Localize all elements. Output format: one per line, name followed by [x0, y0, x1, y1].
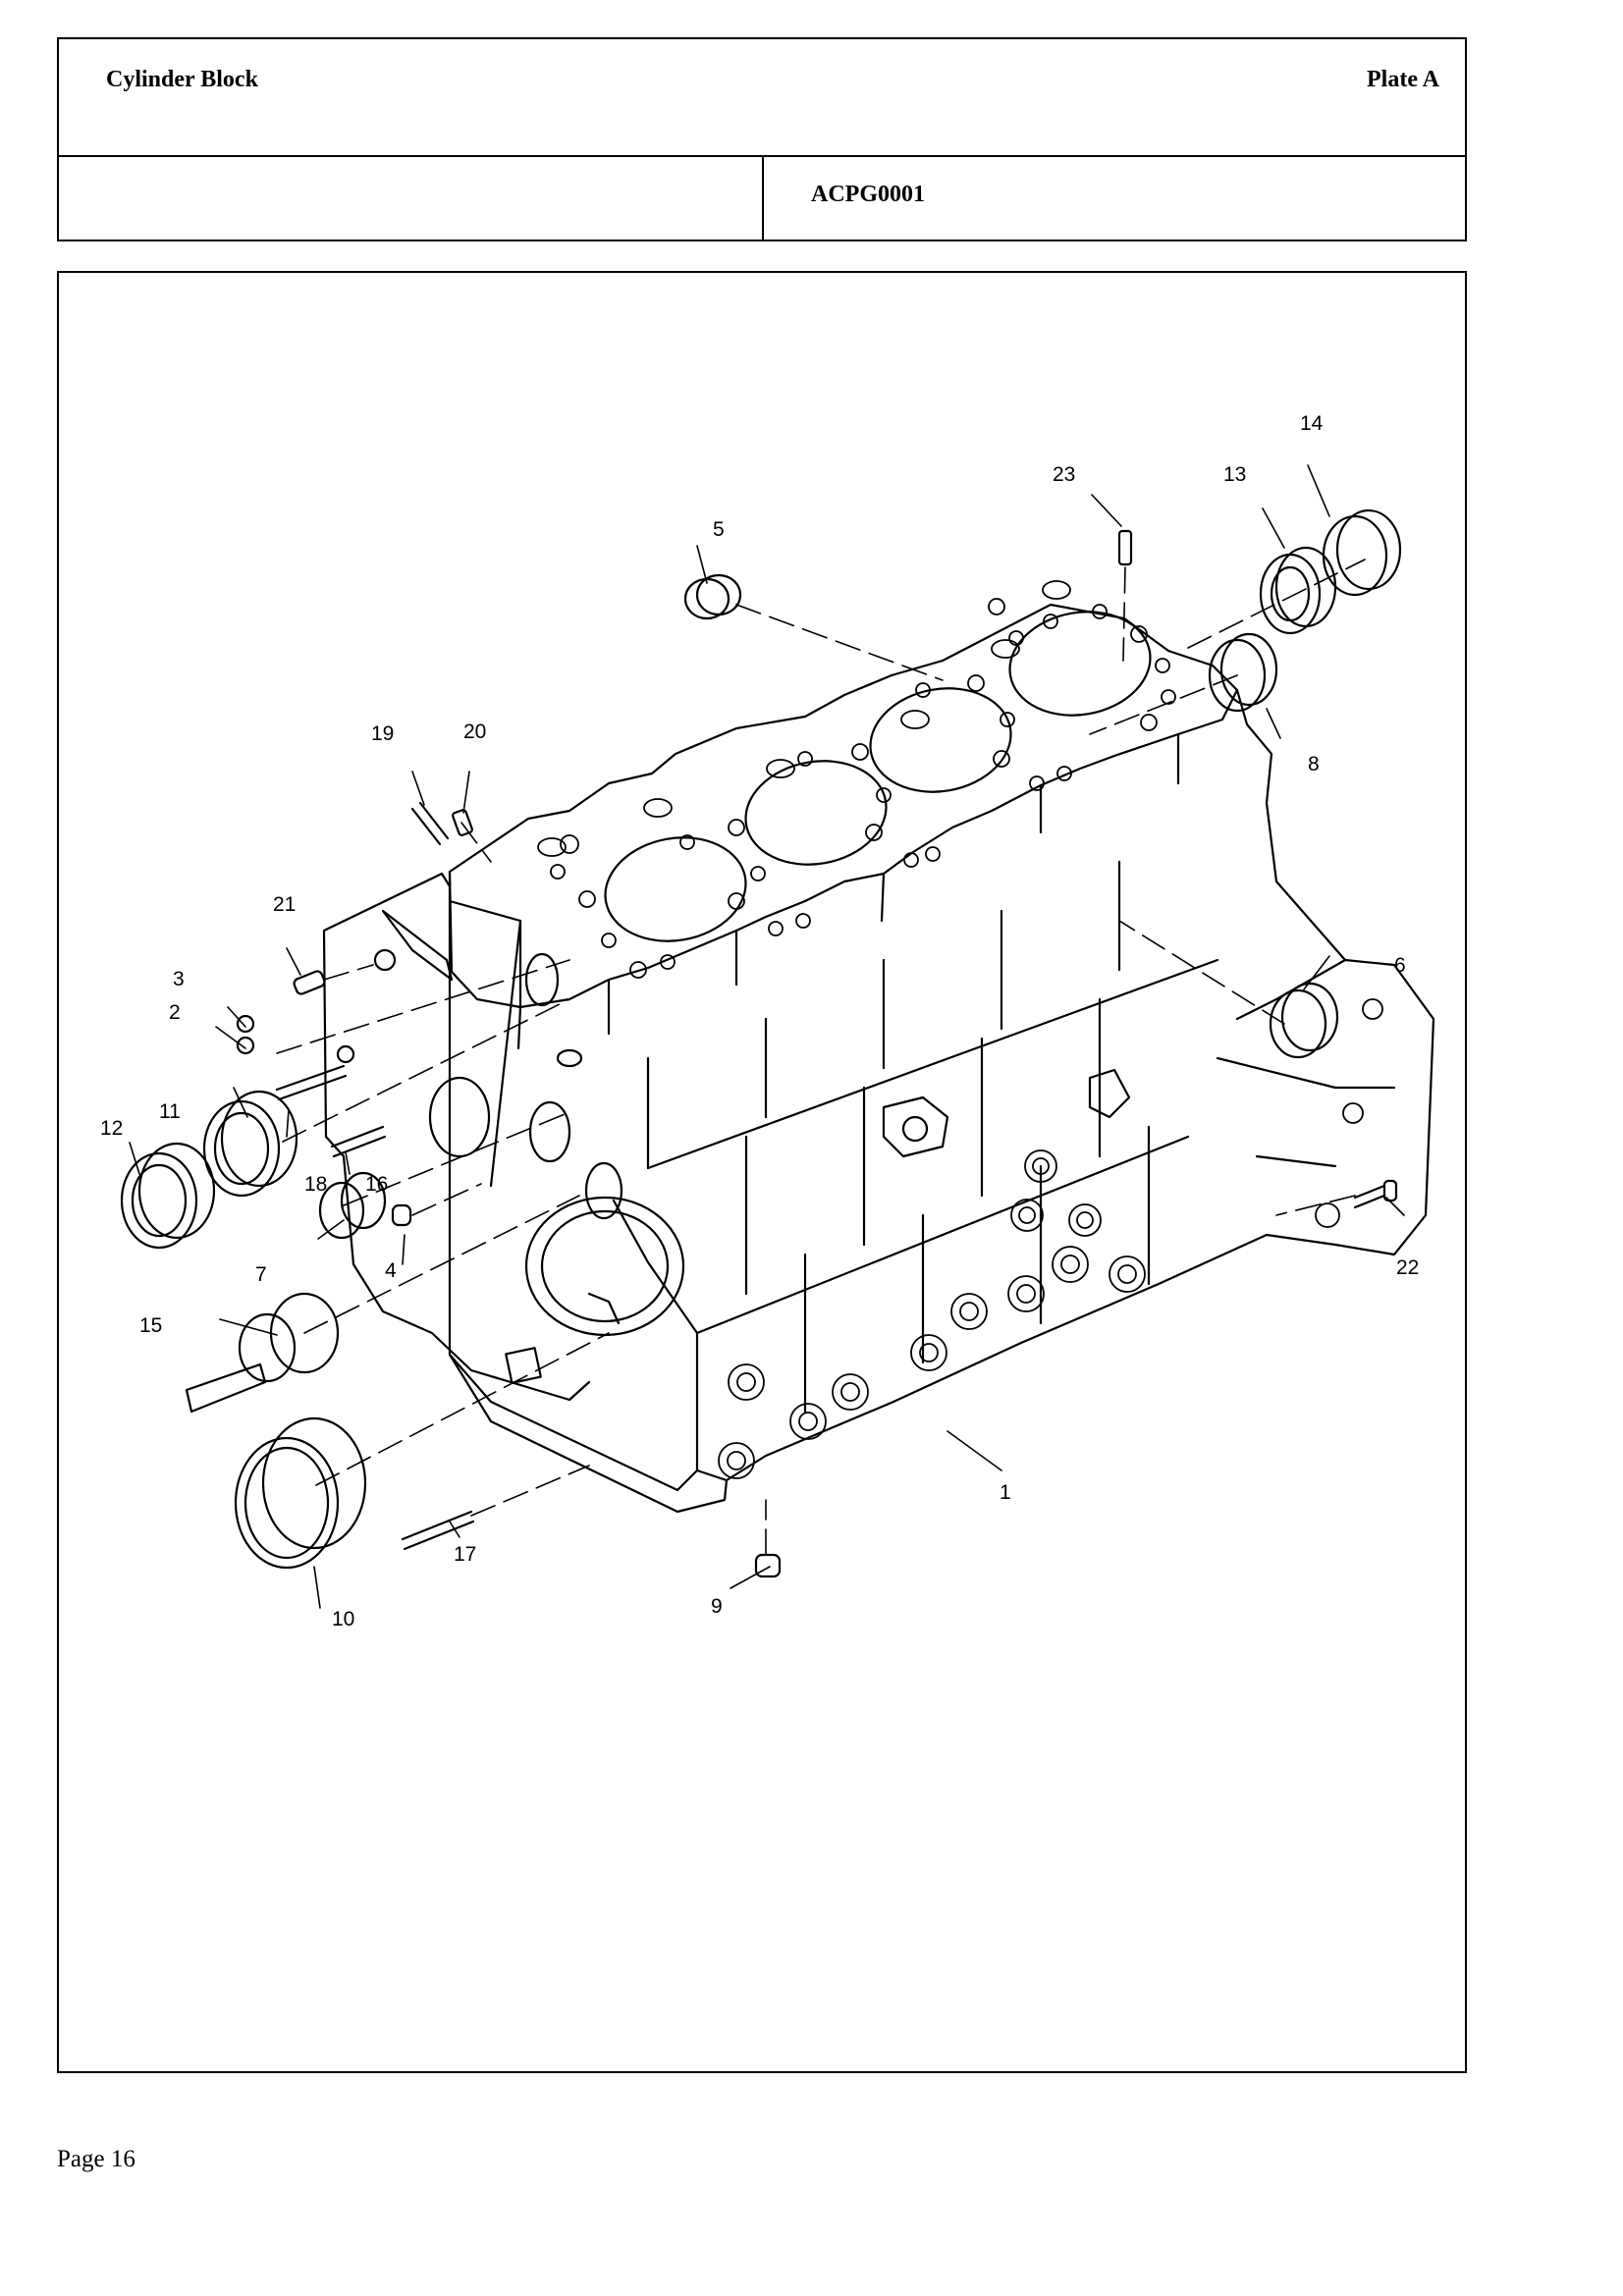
drawing-code: ACPG0001	[811, 182, 925, 207]
callout-14: 14	[1300, 412, 1324, 435]
callout-7: 7	[255, 1263, 267, 1286]
callout-6: 6	[1394, 954, 1406, 977]
cylinder-block-drawing: 1 2 3 4 5 6 7 8 9 10 11 12 13 14 15 16 1…	[100, 412, 1435, 1630]
header-divider	[762, 155, 764, 240]
callout-9: 9	[711, 1595, 723, 1618]
callout-11: 11	[159, 1100, 181, 1123]
callout-16: 16	[365, 1173, 388, 1196]
header-row-top	[59, 39, 1465, 157]
callout-22: 22	[1396, 1256, 1419, 1279]
page-title: Cylinder Block	[106, 67, 258, 92]
callout-5: 5	[713, 518, 725, 541]
callout-13: 13	[1223, 463, 1246, 486]
callout-18: 18	[304, 1173, 327, 1196]
callout-labels: 1 2 3 4 5 6 7 8 9 10 11 12 13 14 15 16 1…	[100, 412, 1419, 1630]
callout-10: 10	[332, 1608, 354, 1630]
callout-3: 3	[173, 968, 185, 990]
callout-12: 12	[100, 1117, 123, 1140]
page-number: Page 16	[57, 2146, 135, 2172]
callout-21: 21	[273, 893, 296, 916]
header-table: Cylinder Block Plate A ACPG0001	[57, 37, 1467, 241]
callout-15: 15	[139, 1314, 162, 1337]
callout-8: 8	[1308, 753, 1320, 775]
leader-lines	[129, 464, 1405, 1609]
callout-2: 2	[169, 1001, 181, 1024]
callout-19: 19	[371, 722, 394, 745]
assembly-lines	[276, 559, 1366, 1556]
cylinder-block-body	[322, 580, 1435, 1514]
callout-1: 1	[1000, 1481, 1011, 1504]
callout-17: 17	[454, 1543, 476, 1566]
callout-23: 23	[1053, 463, 1075, 486]
plate-label: Plate A	[1367, 67, 1439, 92]
loose-parts	[120, 508, 1402, 1578]
callout-20: 20	[463, 721, 486, 743]
callout-4: 4	[385, 1259, 397, 1282]
exploded-view-figure: 1 2 3 4 5 6 7 8 9 10 11 12 13 14 15 16 1…	[57, 271, 1467, 2073]
